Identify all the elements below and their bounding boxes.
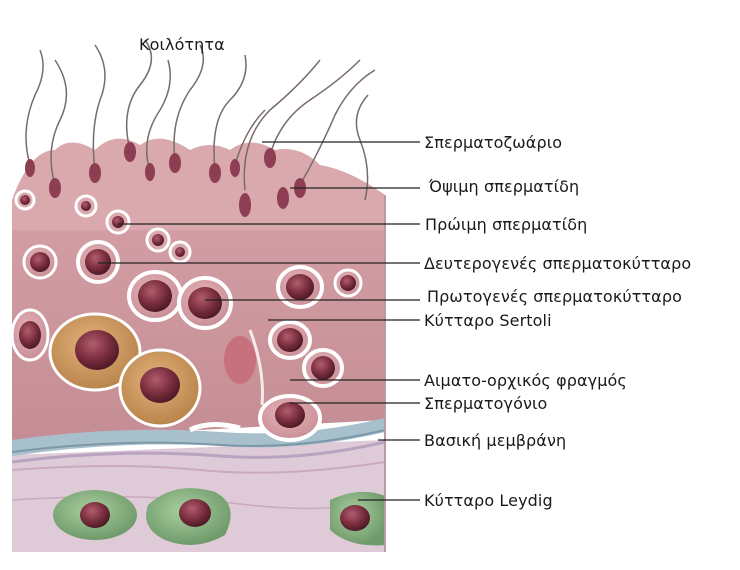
primary-spermatocyte-label: Πρωτογενές σπερματοκύτταρο — [427, 287, 682, 306]
basement-membrane-label: Βασική μεμβράνη — [424, 431, 566, 450]
leydig-cell-label: Κύτταρο Leydig — [424, 491, 553, 510]
spermatozoon-label: Σπερματοζωάριο — [424, 133, 562, 152]
sertoli-nucleus — [224, 336, 256, 384]
cavity-label: Κοιλότητα — [139, 35, 225, 54]
spermatogonium-label: Σπερματογόνιο — [424, 394, 547, 413]
sertoli-cell-label: Κύτταρο Sertoli — [424, 311, 552, 330]
early-spermatid-label: Πρώιμη σπερματίδη — [425, 215, 587, 234]
late-spermatid-label: Όψιμη σπερματίδη — [429, 177, 579, 196]
blood-testis-barrier-label: Αιματο-ορχικός φραγμός — [424, 371, 627, 390]
secondary-spermatocyte-label: Δευτερογενές σπερματοκύτταρο — [424, 254, 691, 273]
